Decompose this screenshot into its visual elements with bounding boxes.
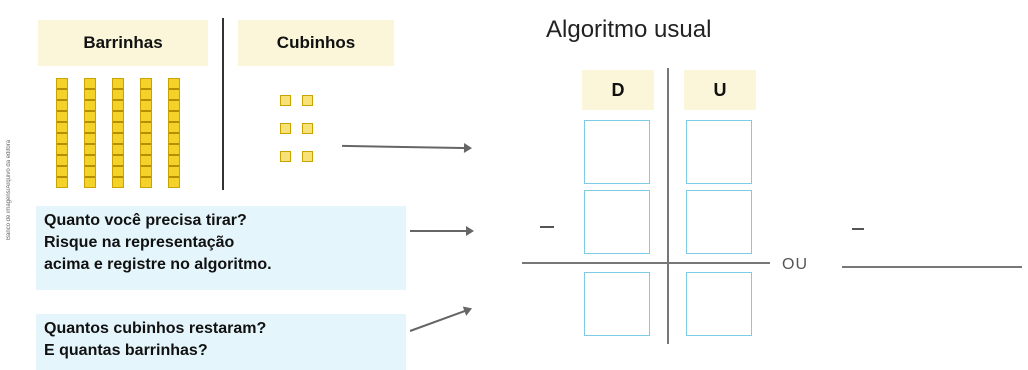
cube (280, 151, 291, 162)
question-box-1: Quanto você precisa tirar? Risque na rep… (36, 206, 406, 290)
or-label: OU (782, 256, 808, 273)
rod (140, 78, 152, 188)
question-1-line-3: acima e registre no algoritmo. (44, 256, 272, 273)
question-2-line-2: E quantas barrinhas? (44, 342, 208, 359)
minus-sign-alt (852, 228, 864, 230)
column-header-d: D (582, 70, 654, 110)
rod (56, 78, 68, 188)
cell-u-3[interactable] (686, 272, 752, 336)
cube (302, 151, 313, 162)
question-2-line-1: Quantos cubinhos restaram? (44, 320, 267, 337)
cube (302, 95, 313, 106)
arrow-right (410, 226, 474, 236)
cell-d-1[interactable] (584, 120, 650, 184)
arrow-right (341, 144, 471, 150)
alternate-result-line (842, 266, 1022, 268)
header-cubinhos: Cubinhos (238, 20, 394, 66)
cubes-group (280, 95, 330, 175)
minus-sign (540, 226, 554, 228)
algorithm-column-divider (667, 68, 669, 344)
header-barrinhas: Barrinhas (38, 20, 208, 66)
cube (280, 95, 291, 106)
question-box-2: Quantos cubinhos restaram? E quantas bar… (36, 314, 406, 370)
result-line (522, 262, 770, 264)
arrow-up-right (409, 308, 471, 332)
question-1-line-1: Quanto você precisa tirar? (44, 212, 247, 229)
image-credit: Banco de imagens/Arquivo da editora (6, 139, 12, 240)
cell-d-2[interactable] (584, 190, 650, 254)
cube (302, 123, 313, 134)
cell-u-2[interactable] (686, 190, 752, 254)
question-1-line-2: Risque na representação (44, 234, 235, 251)
cell-d-3[interactable] (584, 272, 650, 336)
cube (280, 123, 291, 134)
rod (112, 78, 124, 188)
algorithm-title: Algoritmo usual (546, 16, 712, 43)
rod (168, 78, 180, 188)
column-header-u: U (684, 70, 756, 110)
column-divider (222, 18, 224, 190)
rod (84, 78, 96, 188)
rods-group (56, 78, 196, 190)
cell-u-1[interactable] (686, 120, 752, 184)
